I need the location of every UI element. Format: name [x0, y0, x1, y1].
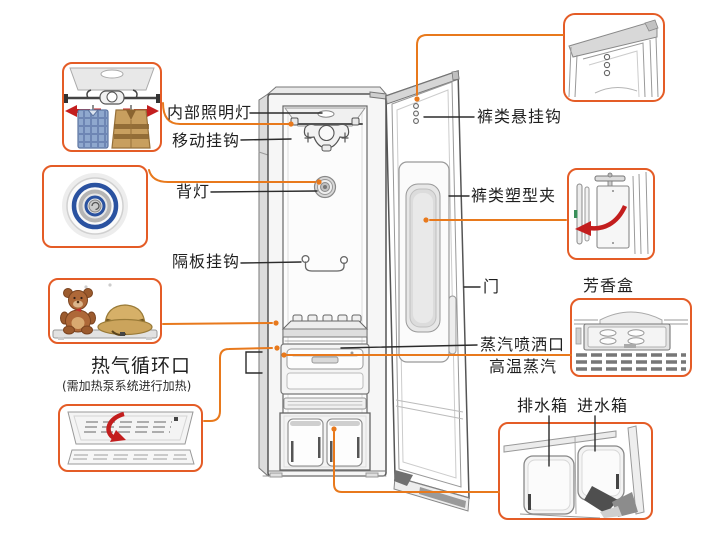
aroma-box-detail-icon: [574, 311, 688, 371]
moving-hanger-detail-icon: [64, 67, 160, 149]
inset-aroma-box-illustration: [570, 298, 692, 377]
tank-drawers-icon: [279, 412, 371, 471]
pants-press-icon: [398, 161, 450, 363]
shelf-icon: [281, 314, 369, 342]
label-door: 门: [483, 277, 501, 296]
pants-hanging-hook-icon: [413, 103, 419, 124]
moving-hanger-icon: [287, 117, 363, 152]
ceiling-light-icon: [317, 110, 335, 118]
coat-icon: [111, 105, 151, 149]
hat-icon: [97, 304, 153, 336]
pants-press-detail-icon: [574, 171, 649, 255]
shelf-hook-icon: [301, 254, 349, 272]
inset-door-top-illustration: [563, 13, 665, 102]
inset-back-light-illustration: [42, 165, 148, 248]
shelf-detail-icon: [52, 283, 158, 340]
orange-dots: [273, 96, 429, 432]
back-fan-detail-icon: [62, 173, 128, 239]
back-fan-icon: [313, 175, 337, 199]
water-tanks-detail-icon: [503, 425, 645, 518]
supply-tank-icon: [577, 445, 625, 501]
plaid-shirt-icon: [77, 105, 109, 149]
hook-holes-icon: [603, 53, 611, 77]
label-moving-hanger: 移动挂钩: [172, 131, 241, 150]
cabinet: [258, 86, 388, 478]
drain-tank-icon: [523, 455, 575, 515]
steam-nozzle-icon: [311, 356, 339, 364]
label-hot-air-note: (需加热泵系统进行加热): [62, 379, 192, 393]
door-top-detail-icon: [568, 19, 659, 98]
inset-hot-air-vent-illustration: [58, 404, 203, 472]
label-pants-hanging-hook: 裤类悬挂钩: [477, 107, 563, 126]
label-drain-tank: 排水箱: [517, 396, 569, 415]
label-pants-shaping-clip: 裤类塑型夹: [471, 186, 557, 205]
inset-pants-press-illustration: [567, 168, 655, 260]
door-handle-icon: [448, 295, 457, 355]
inset-water-tanks-illustration: [498, 422, 653, 520]
steam-unit-icon: [280, 343, 370, 410]
teddy-bear-icon: [60, 288, 96, 335]
label-high-temp-steam: 高温蒸汽: [489, 357, 558, 376]
label-shelf-hook: 隔板挂钩: [172, 252, 241, 271]
vent-detail-icon: [67, 411, 195, 465]
label-interior-light: 内部照明灯: [167, 103, 253, 122]
inset-shelf-illustration: [48, 278, 162, 344]
inset-moving-hanger-illustration: [62, 62, 162, 152]
label-aroma-box: 芳香盒: [583, 276, 635, 295]
label-hot-air-vent: 热气循环口: [91, 355, 192, 377]
label-steam-spray-port: 蒸汽喷洒口: [480, 335, 566, 354]
label-supply-tank: 进水箱: [577, 396, 629, 415]
airflow-arrow-icon: [106, 411, 126, 442]
door: [369, 69, 470, 512]
label-back-light: 背灯: [176, 182, 211, 201]
clip-arrow-icon: [575, 205, 628, 236]
